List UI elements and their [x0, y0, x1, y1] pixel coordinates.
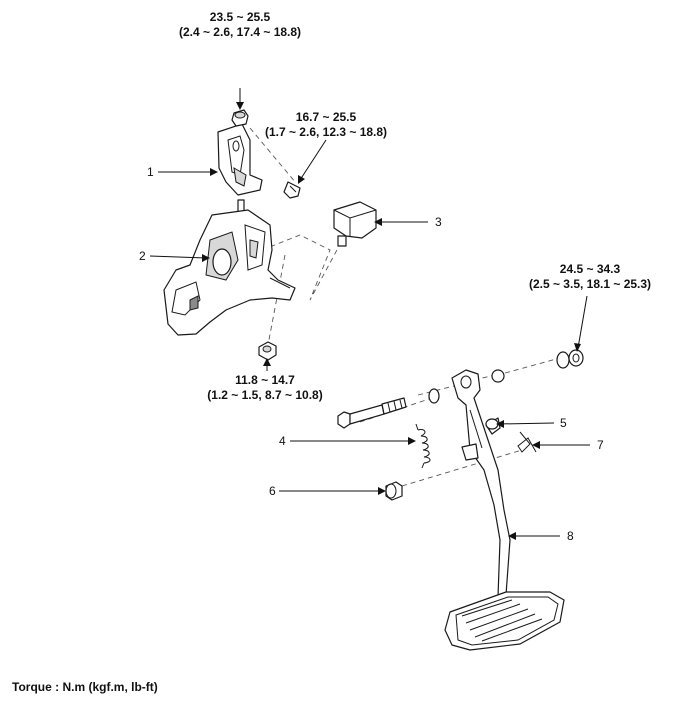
spring-part-4 [415, 423, 431, 469]
torque-label-bolt-upper: 16.7 ~ 25.5 (1.7 ~ 2.6, 12.3 ~ 18.8) [264, 110, 388, 140]
clip-part-7 [517, 431, 537, 453]
callout-7: 7 [597, 438, 604, 452]
torque-label-nut-top: 23.5 ~ 25.5 (2.4 ~ 2.6, 17.4 ~ 18.8) [178, 10, 302, 40]
bolt-upper [283, 181, 301, 199]
upper-bracket-part-1 [217, 123, 263, 196]
nut-top [231, 109, 249, 127]
callout-8: 8 [567, 529, 574, 543]
arrowheads [202, 102, 581, 540]
torque-label-nut-right: 24.5 ~ 34.3 (2.5 ~ 3.5, 18.1 ~ 25.3) [522, 262, 658, 292]
washer-nut-right [556, 349, 584, 369]
callout-1: 1 [147, 165, 154, 179]
nut-lower [258, 341, 277, 361]
callout-6: 6 [269, 484, 276, 498]
pedal-arm-part-8 [451, 369, 511, 598]
switch-part-3 [333, 201, 377, 247]
callout-3: 3 [435, 215, 442, 229]
main-bracket-part-2 [163, 209, 296, 336]
leader-lines [149, 88, 590, 537]
torque-units-note: Torque : N.m (kgf.m, lb-ft) [12, 680, 158, 694]
torque-value-alt: (1.2 ~ 1.5, 8.7 ~ 10.8) [207, 388, 323, 402]
callout-2: 2 [139, 249, 146, 263]
pedal-pad [444, 591, 565, 651]
callout-4: 4 [279, 434, 286, 448]
torque-value: 16.7 ~ 25.5 [295, 110, 357, 124]
torque-value: 11.8 ~ 14.7 [235, 373, 295, 387]
torque-value-alt: (1.7 ~ 2.6, 12.3 ~ 18.8) [264, 125, 388, 139]
bushing [428, 369, 505, 404]
assembly-guide-lines [239, 125, 561, 487]
torque-value-alt: (2.5 ~ 3.5, 18.1 ~ 25.3) [528, 277, 652, 291]
torque-value: 23.5 ~ 25.5 [209, 10, 271, 24]
torque-label-nut-lower: 11.8 ~ 14.7 (1.2 ~ 1.5, 8.7 ~ 10.8) [200, 373, 330, 403]
torque-value: 24.5 ~ 34.3 [559, 262, 621, 276]
pin-part-6 [385, 481, 403, 501]
pivot-bolt [337, 397, 407, 429]
callout-5: 5 [560, 416, 567, 430]
torque-value-alt: (2.4 ~ 2.6, 17.4 ~ 18.8) [178, 25, 302, 39]
